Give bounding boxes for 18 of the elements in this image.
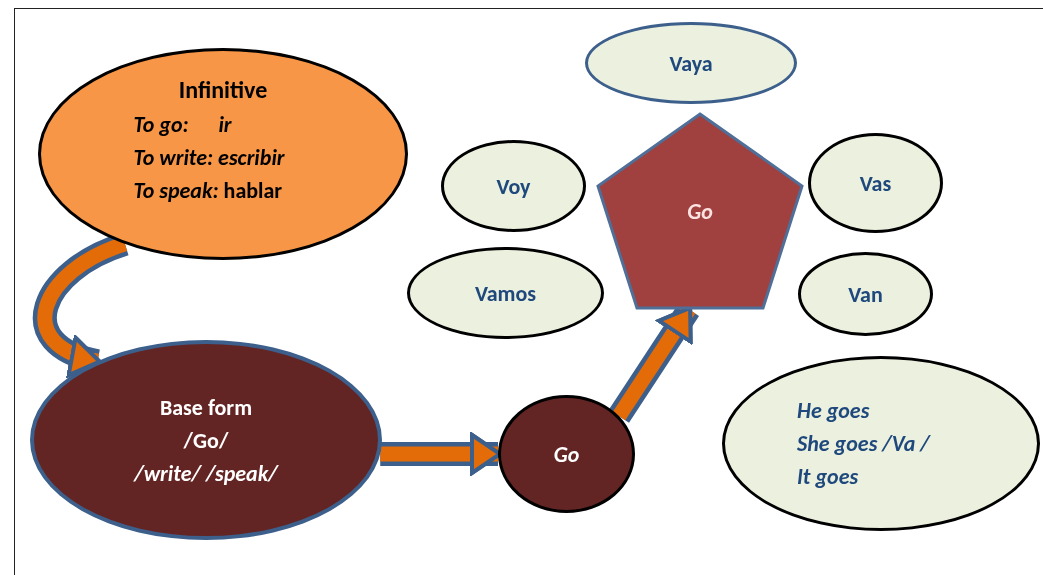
node-text: To go: ir: [133, 109, 232, 140]
node-text: Van: [848, 279, 883, 310]
node-text: Voy: [496, 171, 531, 202]
node-text: To write: escribir: [133, 142, 285, 173]
node-text: It goes: [797, 462, 859, 492]
node-text: She goes /Va /: [797, 429, 930, 459]
pentagon-node: [595, 112, 805, 310]
node-text: Base form: [159, 392, 253, 423]
node-text: Vas: [859, 168, 892, 199]
node-text: Vamos: [474, 278, 537, 309]
node-text: Vaya: [669, 48, 713, 79]
node-text: Go: [553, 439, 580, 470]
node-text: /write/ /speak/: [134, 458, 278, 489]
node-heading: Infinitive: [178, 73, 268, 106]
node-text: To speak: hablar: [133, 175, 283, 206]
node-text: /Go/: [183, 425, 229, 456]
node-text: Go: [687, 196, 713, 227]
node-text: He goes: [797, 396, 870, 426]
